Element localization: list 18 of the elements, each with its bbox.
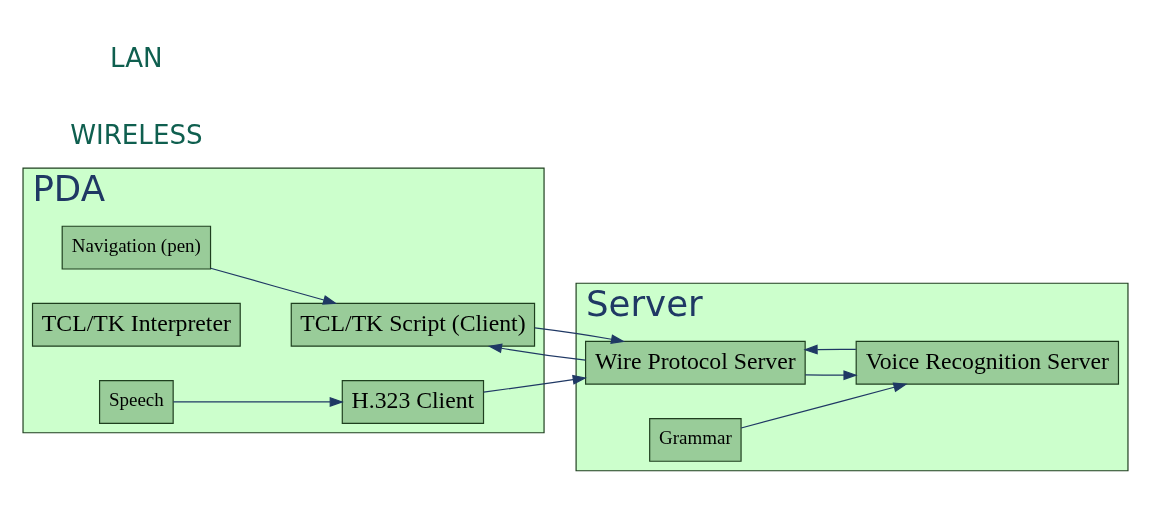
node-box: Grammar [649,417,742,462]
label: WIRELESS [70,119,203,150]
node-box: Voice Recognition Server [855,340,1120,385]
arrow [172,396,344,407]
label: LAN [110,42,163,73]
node-box: TCL/TK Interpreter [31,302,241,347]
node-box: H.323 Client [341,379,485,424]
arrow [210,267,338,305]
arrow [803,344,857,355]
arrow [534,327,626,345]
node-box: Speech [99,379,174,424]
arrow [804,370,858,381]
arrow [740,382,908,429]
node-box: TCL/TK Script (Client) [290,302,536,347]
node-box: Navigation (pen) [61,225,212,270]
arrow [483,374,587,393]
arrow [487,343,587,361]
node-box: Wire Protocol Server [585,340,806,385]
